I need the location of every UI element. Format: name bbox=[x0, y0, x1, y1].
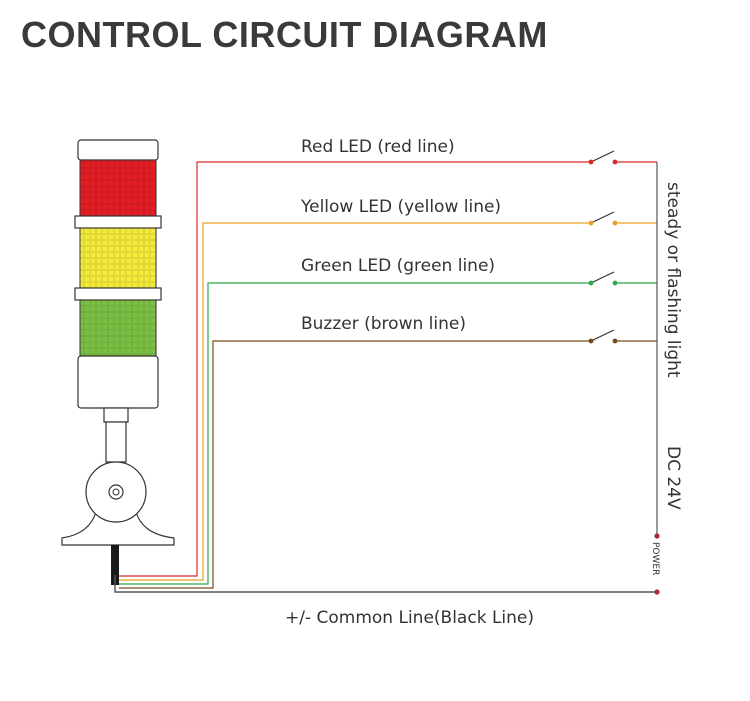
green-switch bbox=[590, 271, 615, 284]
yellow-led-label: Yellow LED (yellow line) bbox=[300, 197, 501, 217]
voltage-label: DC 24V bbox=[663, 446, 683, 510]
tower-cap bbox=[77, 139, 159, 161]
tower-cable bbox=[111, 545, 119, 585]
tower-ring bbox=[74, 215, 162, 229]
yellow-wire bbox=[119, 222, 591, 581]
tower-base-body bbox=[77, 355, 159, 409]
power-terminal-top bbox=[654, 533, 660, 539]
power-terminal-bottom bbox=[654, 589, 660, 595]
red-switch-contact bbox=[588, 159, 594, 165]
brown-switch bbox=[590, 329, 615, 342]
brown-wire bbox=[119, 340, 591, 589]
tower-neck bbox=[103, 407, 129, 423]
green-switch-contact bbox=[588, 280, 594, 286]
yellow-switch-contact bbox=[588, 220, 594, 226]
green-wire bbox=[119, 282, 591, 585]
wires bbox=[114, 150, 660, 595]
power-label: POWER bbox=[650, 542, 660, 575]
red-wire bbox=[119, 161, 591, 577]
common-line-label: +/- Common Line(Black Line) bbox=[285, 608, 534, 628]
green-led-label: Green LED (green line) bbox=[301, 256, 495, 276]
buzzer-label: Buzzer (brown line) bbox=[301, 314, 466, 334]
signal-tower bbox=[61, 139, 175, 585]
diagram-title: CONTROL CIRCUIT DIAGRAM bbox=[21, 14, 548, 55]
red-led-label: Red LED (red line) bbox=[301, 137, 455, 157]
red-switch bbox=[590, 150, 615, 163]
brown-switch-contact bbox=[588, 338, 594, 344]
common-line bbox=[114, 575, 657, 593]
mode-label: steady or flashing light bbox=[663, 182, 683, 378]
tower-pole bbox=[105, 421, 127, 463]
tower-ring bbox=[74, 287, 162, 301]
yellow-switch bbox=[590, 211, 615, 224]
